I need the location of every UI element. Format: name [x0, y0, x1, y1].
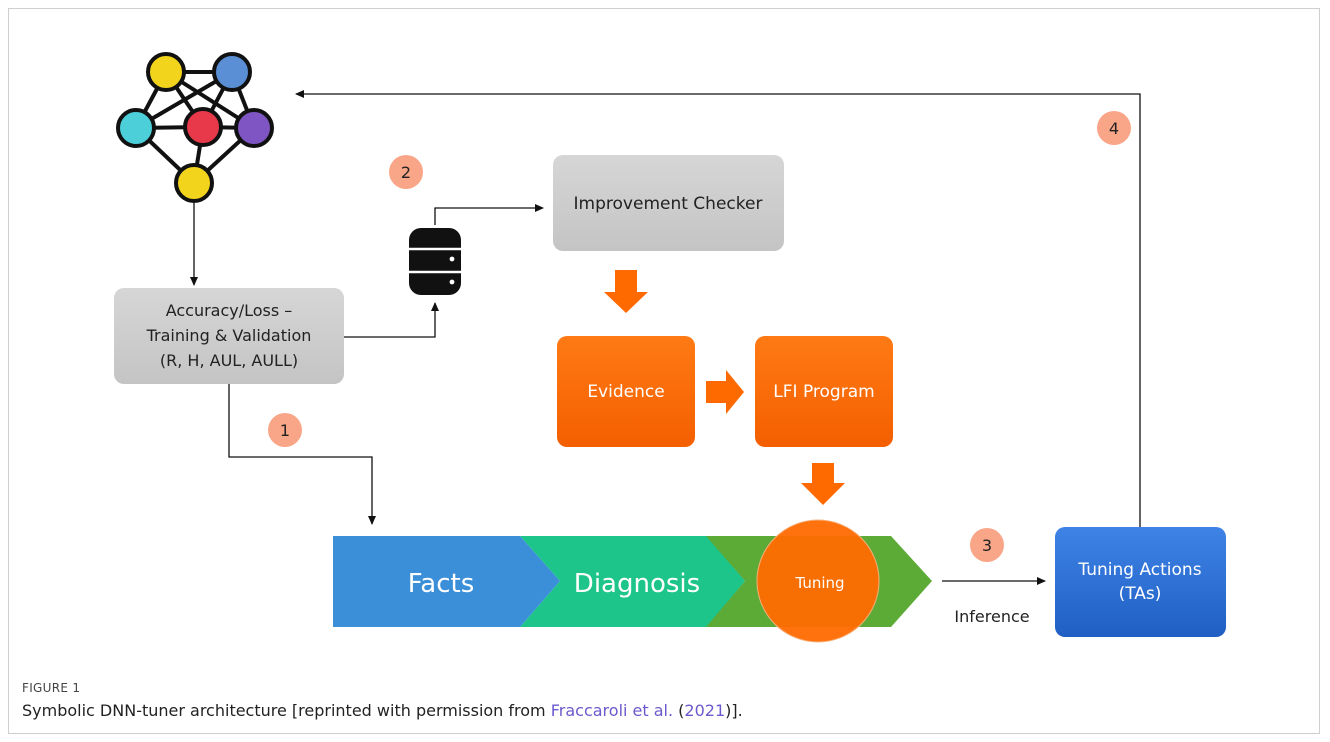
evidence-label: Evidence: [587, 382, 664, 402]
lfi-program-box: LFI Program: [755, 336, 893, 447]
citation-authors-link[interactable]: Fraccaroli et al.: [550, 701, 674, 720]
tuning-label: Tuning: [794, 574, 844, 592]
step-badge-2: 2: [389, 155, 423, 189]
accuracy-loss-box: Accuracy/Loss – Training & Validation (R…: [114, 288, 344, 384]
svg-text:1: 1: [280, 421, 290, 440]
edge-accuracy-to-facts: [228, 384, 376, 525]
evidence-box: Evidence: [557, 336, 695, 447]
accuracy-loss-line-3: (R, H, AUL, AULL): [160, 351, 298, 370]
citation-year-link[interactable]: 2021: [684, 701, 726, 720]
facts-label: Facts: [408, 569, 475, 599]
neural-network-icon: [116, 52, 274, 203]
tuning-actions-box: Tuning Actions (TAs): [1055, 527, 1226, 637]
pipeline: Facts Diagnosis Tuning: [333, 519, 932, 643]
accuracy-loss-line-1: Accuracy/Loss –: [166, 301, 293, 320]
database-icon: [409, 228, 461, 295]
svg-text:2: 2: [401, 163, 411, 182]
facts-chevron: [333, 536, 560, 627]
tuning-circle: [756, 519, 880, 643]
improvement-checker-label: Improvement Checker: [574, 194, 763, 214]
svg-text:3: 3: [982, 536, 992, 555]
step-badge-3: 3: [970, 528, 1004, 562]
caption-text-middle: (: [673, 701, 685, 720]
step-badge-1: 1: [268, 413, 302, 447]
tuning-actions-line-2: (TAs): [1119, 584, 1162, 604]
svg-text:4: 4: [1109, 119, 1119, 138]
figure-caption: Symbolic DNN-tuner architecture [reprint…: [22, 701, 743, 720]
edge-feedback-to-network: [295, 90, 1141, 527]
edge-database-to-checker: [434, 204, 544, 225]
caption-text-before: Symbolic DNN-tuner architecture [reprint…: [22, 701, 551, 720]
improvement-checker-box: Improvement Checker: [553, 155, 784, 251]
step-badge-4: 4: [1097, 111, 1131, 145]
diagnosis-label: Diagnosis: [574, 569, 700, 599]
edge-accuracy-to-database: [344, 302, 439, 338]
tuning-actions-line-1: Tuning Actions: [1077, 560, 1201, 580]
arrow-checker-to-evidence: [604, 270, 648, 313]
figure-label: FIGURE 1: [22, 681, 81, 695]
diagnosis-chevron: [520, 536, 745, 627]
arrow-lfi-to-tuning: [801, 463, 845, 505]
accuracy-loss-line-2: Training & Validation: [146, 326, 312, 345]
lfi-program-label: LFI Program: [773, 382, 874, 402]
arrow-evidence-to-lfi: [706, 370, 744, 414]
caption-text-after: )].: [725, 701, 743, 720]
inference-label: Inference: [954, 607, 1029, 626]
